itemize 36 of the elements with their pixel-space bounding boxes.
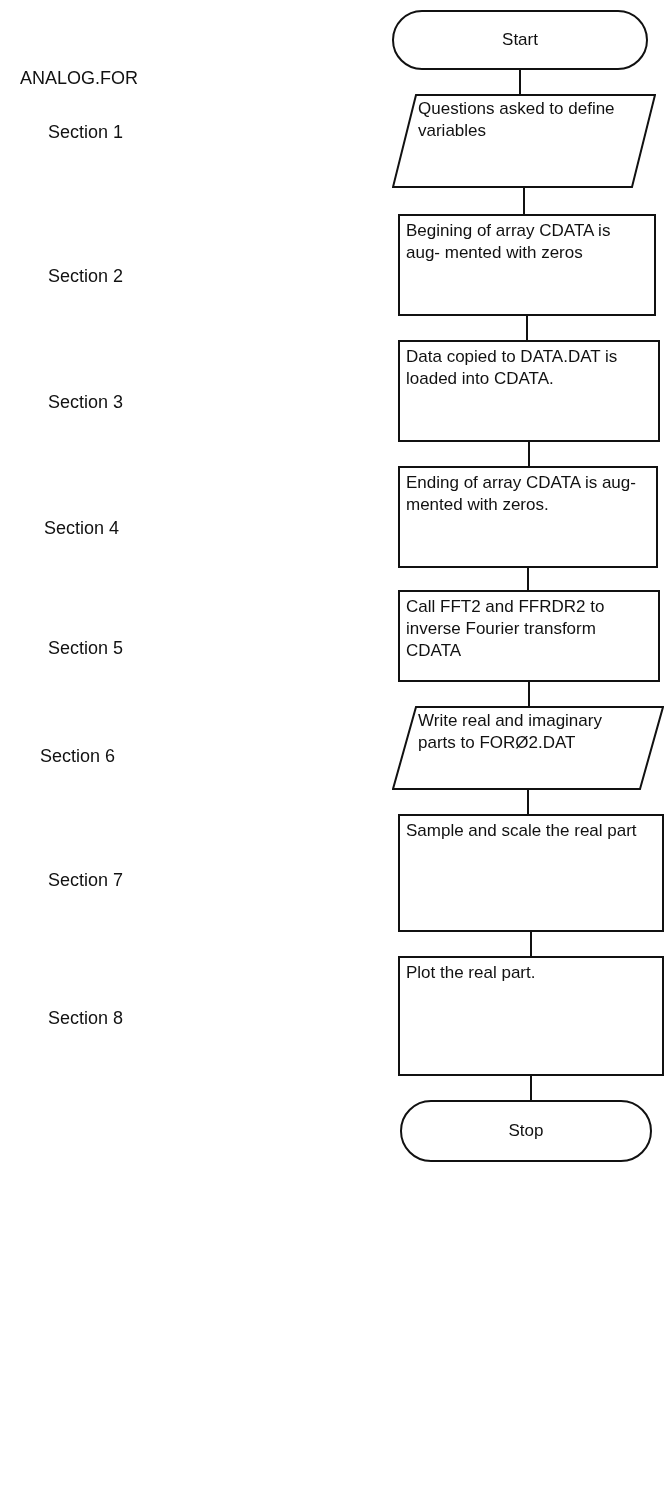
input-output-parallelogram bbox=[392, 94, 656, 188]
section-label: Section 6 bbox=[40, 746, 116, 767]
node-text: Ending of array CDATA is aug- mented with zeros. bbox=[406, 472, 637, 517]
process-box bbox=[398, 590, 660, 682]
node-text: Plot the real part. bbox=[406, 962, 537, 984]
node-text: Begining of array CDATA is aug- mented with zeros bbox=[406, 220, 612, 265]
node-text: Stop bbox=[508, 1119, 544, 1142]
section-label: Section 7 bbox=[48, 870, 124, 891]
section-label: Section 5 bbox=[48, 638, 124, 659]
connector-line bbox=[519, 69, 521, 95]
process-box bbox=[398, 214, 656, 316]
connector-line bbox=[526, 315, 528, 341]
node-text: Data copied to DATA.DAT is loaded into CDATA. bbox=[406, 346, 619, 391]
section-label: ANALOG.FOR bbox=[20, 68, 139, 89]
node-text: Sample and scale the real part bbox=[406, 820, 638, 842]
process-box bbox=[398, 340, 660, 442]
process-box bbox=[398, 814, 664, 932]
process-box bbox=[398, 956, 664, 1076]
section-label: Section 1 bbox=[48, 122, 124, 143]
connector-line bbox=[528, 681, 530, 707]
node-text: Write real and imaginary parts to FORØ2.DAT bbox=[418, 710, 603, 755]
connector-line bbox=[530, 931, 532, 957]
connector-line bbox=[527, 789, 529, 815]
section-label: Section 4 bbox=[44, 518, 120, 539]
connector-line bbox=[523, 187, 525, 215]
connector-line bbox=[530, 1075, 532, 1101]
node-text: Start bbox=[502, 28, 538, 51]
node-text: Questions asked to define variables bbox=[418, 98, 616, 143]
connector-line bbox=[528, 441, 530, 467]
process-box bbox=[398, 466, 658, 568]
section-label: Section 8 bbox=[48, 1008, 124, 1029]
section-label: Section 2 bbox=[48, 266, 124, 287]
input-output-parallelogram bbox=[392, 706, 664, 790]
connector-line bbox=[527, 567, 529, 591]
node-text: Call FFT2 and FFRDR2 to inverse Fourier transform CDATA bbox=[406, 596, 606, 663]
section-label: Section 3 bbox=[48, 392, 124, 413]
